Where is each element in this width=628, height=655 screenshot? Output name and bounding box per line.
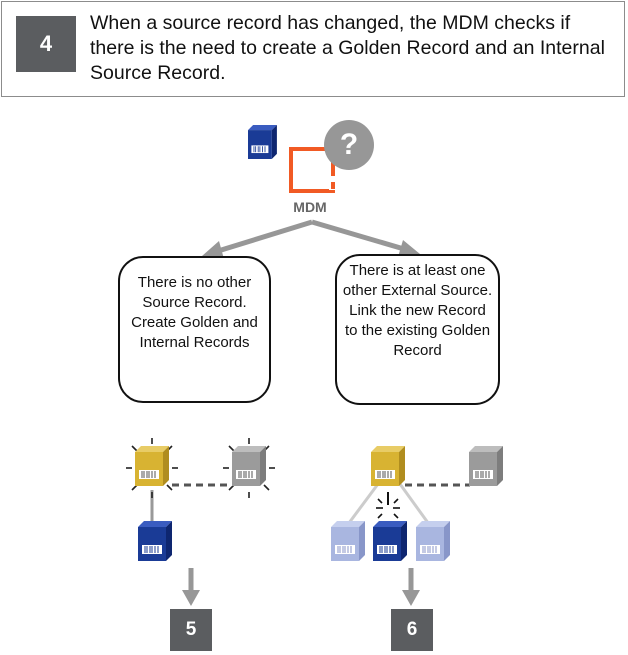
left-decision-box	[118, 256, 271, 403]
right-outcome	[330, 445, 504, 606]
right-box-text: There is at least one other External Sou…	[342, 262, 493, 359]
left-box-text: There is no other Source Record. Create …	[131, 274, 258, 351]
existing-golden-record-icon	[370, 445, 406, 487]
golden-record-icon	[134, 445, 170, 487]
new-source-record-icon	[137, 520, 173, 562]
linked-new-record-icon	[372, 520, 408, 562]
next-step-5-badge: 5	[170, 609, 212, 651]
other-source-icon-2	[415, 520, 451, 562]
instruction-header: 4 When a source record has changed, the …	[1, 1, 625, 97]
source-record-icon	[247, 124, 278, 160]
question-mark-icon: ?	[324, 120, 374, 170]
internal-record-icon	[231, 445, 267, 487]
left-outcome	[125, 437, 276, 606]
next-step-6-badge: 6	[391, 609, 433, 651]
right-decision-box	[335, 254, 500, 405]
mdm-label: MDM	[293, 199, 327, 215]
split-arrows	[202, 219, 420, 259]
step-badge: 4	[16, 16, 76, 72]
other-source-icon-1	[330, 520, 366, 562]
instruction-text: When a source record has changed, the MD…	[90, 12, 605, 84]
external-source-icon	[468, 445, 504, 487]
mdm-icon	[289, 147, 335, 193]
